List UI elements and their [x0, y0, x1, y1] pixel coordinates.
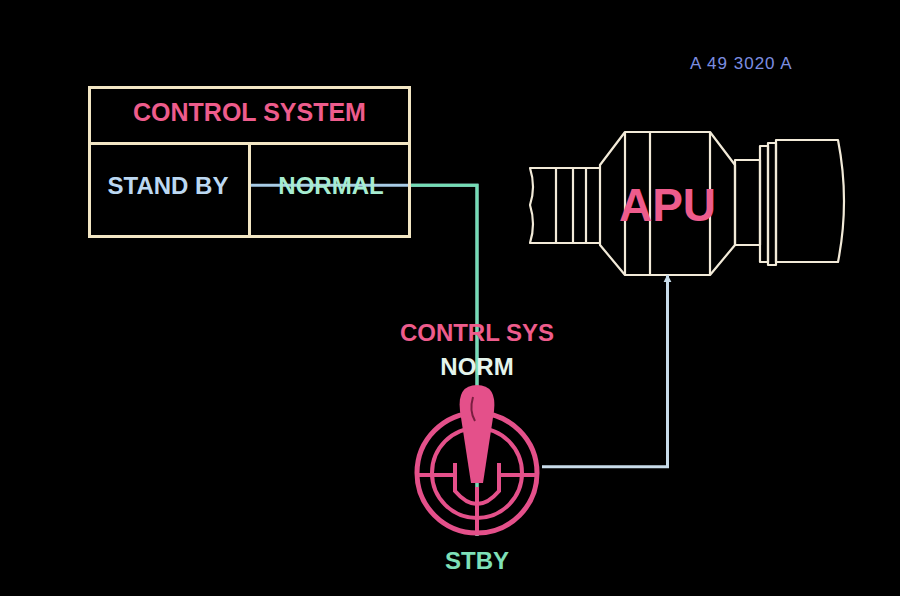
switch-position: STBY: [352, 548, 602, 574]
switch-position: NORM: [352, 354, 602, 380]
switch-title: CONTRL SYS: [352, 320, 602, 346]
box-heading: CONTROL SYSTEM: [91, 99, 408, 127]
apu-unit: APU: [600, 132, 735, 275]
control-system-box: CONTROL SYSTEM STAND BYNORMAL: [88, 86, 411, 238]
switch-symbol: [412, 410, 542, 536]
output-wire: [542, 275, 668, 467]
apu-neck: [735, 160, 760, 245]
cell-label: STAND BY: [28, 173, 308, 199]
apu-intake: [530, 168, 600, 243]
apu-name: APU: [540, 180, 795, 231]
cell-label: NORMAL: [191, 173, 471, 199]
normal-cell: NORMAL: [251, 142, 411, 238]
toggle-switch: CONTRL SYSNORMSTBY: [412, 410, 542, 536]
apu-exhaust: [776, 140, 844, 262]
figure-code: A 49 3020 A: [690, 54, 793, 74]
standby-cell: STAND BY: [88, 142, 251, 238]
